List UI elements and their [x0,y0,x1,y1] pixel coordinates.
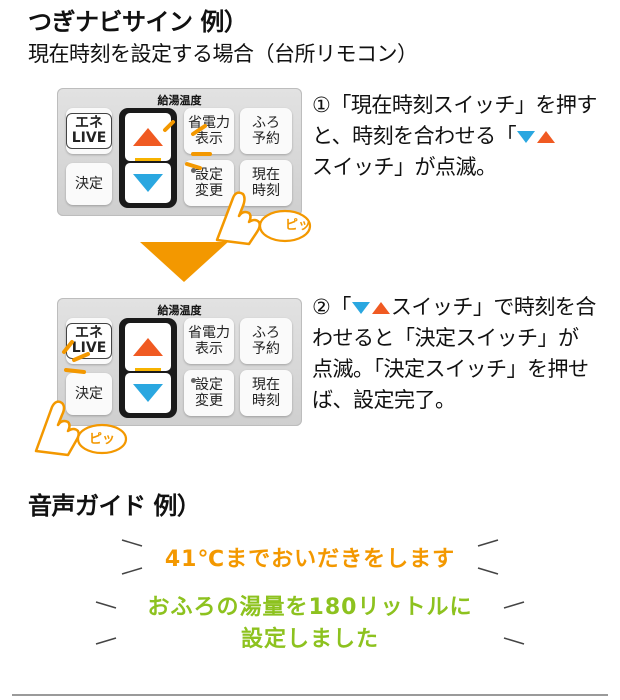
current-time-label: 現在 時刻 [252,166,280,199]
bath-reserve-key: ふろ 予約 [240,318,292,364]
dot-icon [191,168,196,173]
pi-sound-2: ピッ [88,432,115,447]
voice-message-2-line-2: 設定しました [240,627,379,652]
up-arrow-icon [133,128,163,146]
pointing-hand-icon [215,191,312,246]
voice-message-2-line-1: おふろの湯量を180リットルに [147,595,473,620]
step-2-suffix: スイッチ」で時刻を合わせると「決定スイッチ」が点滅。「決定スイッチ」を押せば、設… [312,295,596,412]
step-2-prefix: ②「 [312,295,351,319]
sound-lines-icon [95,539,525,645]
up-arrow-icon [133,338,163,356]
remote-label: 給湯温度 [157,304,202,317]
down-arrow-icon [133,384,163,402]
divider [12,694,608,696]
flow-down-arrow-icon [140,242,228,282]
voice-message-2: おふろの湯量を180リットルに 設定しました [0,592,620,656]
pointing-hand-icon [34,400,128,457]
current-time-key: 現在 時刻 [240,370,292,416]
decide-key: 決定 [66,163,112,205]
indicator-bar [135,368,161,371]
blink-indicator [135,158,161,161]
blink-marks-icon [62,340,90,374]
down-triangle-icon [351,302,370,314]
setting-change-label: 設定 変更 [195,166,223,199]
current-time-key: 現在 時刻 [240,160,292,206]
power-display-label: 省電力 表示 [188,114,230,147]
step-1-prefix: ①「現在時刻スイッチ」を押すと、時刻を合わせる「 [312,93,597,148]
current-time-label: 現在 時刻 [252,376,280,409]
power-display-key: 省電力 表示 [184,318,234,364]
up-down-key [119,318,177,418]
step-1-text: ①「現在時刻スイッチ」を押すと、時刻を合わせる「スイッチ」が点滅。 [312,90,597,183]
setting-change-label: 設定 変更 [195,376,223,409]
bath-reserve-label: ふろ 予約 [252,324,280,357]
down-button [125,163,171,203]
up-button [125,113,171,161]
down-triangle-icon [517,131,536,143]
up-triangle-icon [371,302,390,314]
decide-label: 決定 [75,385,103,402]
eco-live-key: エネ LIVE [65,108,113,154]
down-arrow-icon [133,174,163,192]
dot-icon [191,378,196,383]
eco-live-key: エネ LIVE [65,318,113,364]
eco-live-label: エネ LIVE [65,112,113,150]
step-2-text: ②「スイッチ」で時刻を合わせると「決定スイッチ」が点滅。「決定スイッチ」を押せば… [312,292,597,416]
up-triangle-icon [537,131,556,143]
power-display-key: 省電力 表示 [184,108,234,154]
page-subtitle: 現在時刻を設定する場合（台所リモコン） [28,42,418,66]
pi-sound-1: ピッ [284,218,311,233]
voice-guide-heading: 音声ガイド 例） [28,492,201,520]
remote-panel-2: 給湯温度 エネ LIVE 決定 省電力 表示 ふろ 予約 設定 変更 現在 時刻 [57,298,302,426]
remote-panel-1: 給湯温度 エネ LIVE 決定 省電力 表示 ふろ 予約 設定 変更 現在 時刻 [57,88,302,216]
page-title: つぎナビサイン 例） [28,8,248,36]
up-down-key [119,108,177,208]
down-button [125,373,171,413]
voice-message-1: 41℃までおいだきをします [164,547,456,572]
power-display-label: 省電力 表示 [188,324,230,357]
decide-key: 決定 [66,373,112,415]
bath-reserve-label: ふろ 予約 [252,114,280,147]
up-button [125,323,171,371]
decide-label: 決定 [75,175,103,192]
step-1-suffix: スイッチ」が点滅。 [312,155,497,179]
setting-change-key: 設定 変更 [184,370,234,416]
bath-reserve-key: ふろ 予約 [240,108,292,154]
blink-marks-icon [163,120,212,170]
remote-label: 給湯温度 [157,94,202,107]
